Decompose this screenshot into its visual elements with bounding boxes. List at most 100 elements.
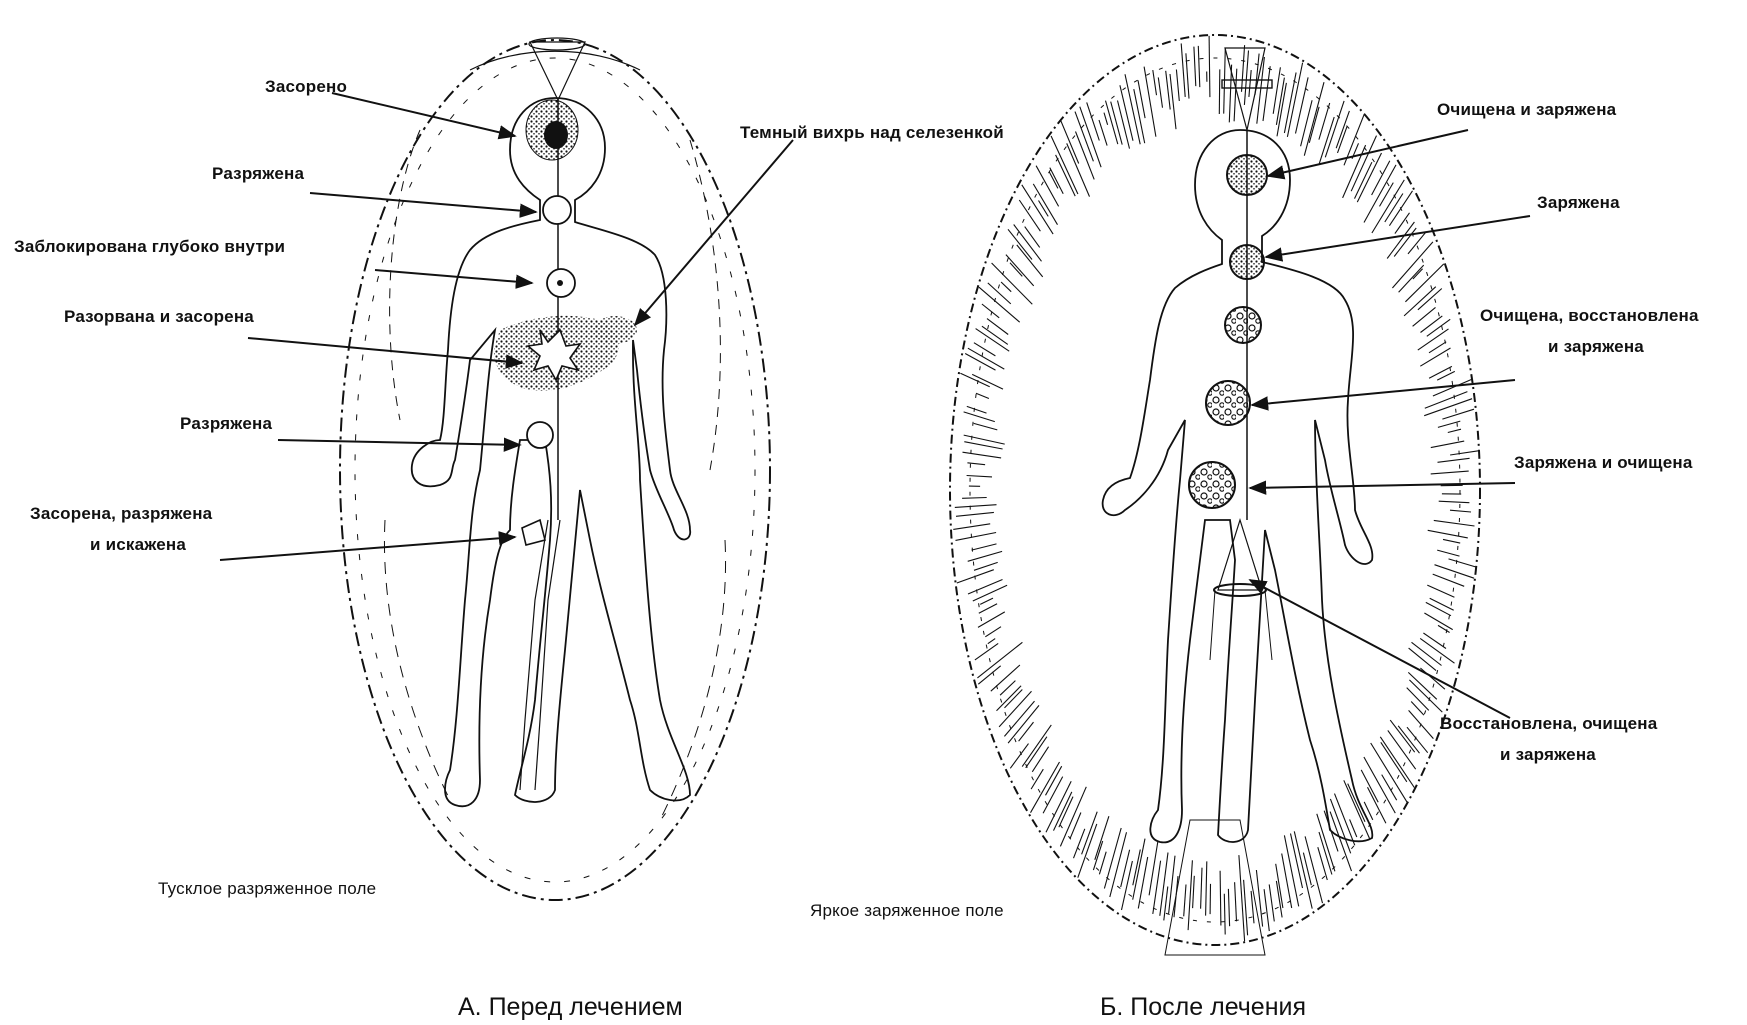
label-zasorena-1: Засорена, разряжена (30, 503, 212, 525)
aura-ray (972, 544, 997, 550)
aura-ray (1309, 107, 1319, 143)
aura-ray (1220, 871, 1221, 926)
arrow-vosstanovlena-ochishchena (1250, 580, 1510, 718)
aura-ray (1390, 720, 1415, 752)
aura-ray (967, 406, 987, 413)
aura-ray (1449, 559, 1476, 567)
aura-ray (1348, 784, 1365, 822)
aura-ray (1450, 451, 1478, 455)
aura-ray (1046, 766, 1062, 795)
aura-ray (1074, 829, 1085, 858)
aura-ray (979, 287, 1020, 322)
aura-ray (1219, 69, 1220, 114)
aura-ray (1361, 770, 1378, 802)
aura-ray (1405, 264, 1443, 302)
aura-ray (1439, 501, 1470, 503)
aura-ray (1194, 47, 1196, 87)
aura-ray (1000, 681, 1015, 696)
aura-ray (963, 452, 1002, 458)
panel-b-figure (950, 35, 1480, 955)
aura-ray (1330, 812, 1351, 872)
aura-ray (982, 304, 999, 318)
aura-ray (1153, 70, 1157, 95)
aura-ray (1371, 743, 1408, 803)
aura-ray (1234, 69, 1237, 122)
panel-a-figure (340, 38, 770, 900)
arrow-zasorena (220, 537, 515, 560)
aura-ray (1435, 565, 1475, 579)
aura-ray (1235, 882, 1237, 921)
aura-ray (1364, 165, 1396, 223)
aura-ray (1050, 168, 1063, 194)
aura-ray (1450, 510, 1471, 512)
aura-ray (991, 665, 1020, 691)
aura-ray (1184, 885, 1186, 917)
arrow-zasoreno (332, 93, 515, 136)
aura-ray (977, 642, 1022, 678)
aura-ray (1269, 884, 1274, 921)
aura-ray (1242, 45, 1245, 92)
aura-ray (1019, 722, 1034, 741)
arrow-razryazhena-2 (278, 440, 520, 445)
aura-ray (1170, 74, 1176, 129)
aura-ray (1099, 120, 1107, 146)
aura-ray (1166, 71, 1171, 110)
aura-ray (974, 562, 998, 570)
aura-ray (1434, 520, 1475, 526)
label-field-b: Яркое заряженное поле (810, 900, 1004, 922)
aura-ray (1264, 889, 1269, 931)
aura-ray (956, 533, 997, 541)
aura-ray (1423, 633, 1446, 649)
aura-ray (1158, 77, 1162, 107)
aura-ray (985, 627, 1001, 637)
aura-ray (953, 524, 990, 530)
aura-ray (1368, 787, 1386, 823)
aura-ray (1380, 183, 1394, 207)
label-vosstanovlena-1: Очищена, восстановлена (1480, 305, 1699, 327)
aura-ray (1206, 861, 1207, 915)
aura-ray (1181, 43, 1185, 97)
aura-ray (1407, 727, 1428, 753)
aura-ray (1421, 316, 1443, 333)
aura-ray (1095, 816, 1109, 860)
aura-ray (1010, 263, 1022, 277)
label-zasoreno: Засорено (265, 76, 347, 98)
aura-ray (1036, 166, 1059, 207)
aura-ray (1122, 861, 1133, 910)
aura-ray (1355, 162, 1372, 198)
aura-ray (1433, 574, 1465, 586)
aura-ray (967, 476, 992, 477)
aura-ray (1437, 550, 1459, 556)
aura-ray (1099, 852, 1106, 875)
aura-ray (964, 412, 995, 422)
aura-ray (1426, 602, 1451, 615)
caption-a: А. Перед лечением (458, 992, 683, 1022)
solar-plexus-b (1206, 381, 1250, 425)
aura-ray (1388, 730, 1416, 769)
aura-ray (1387, 222, 1414, 259)
aura-ray (1344, 780, 1370, 838)
aura-ray (968, 580, 1003, 595)
aura-ray (1001, 282, 1011, 292)
aura-ray (1067, 143, 1090, 196)
label-field-a: Тусклое разряженное поле (158, 878, 376, 900)
aura-ray (1188, 860, 1192, 930)
aura-ray (955, 505, 997, 508)
aura-ray (1438, 458, 1470, 462)
aura-ray (1046, 781, 1071, 832)
aura-ray (1087, 102, 1100, 140)
heart-chakra-b (1225, 307, 1261, 343)
sacral-chakra-b (1189, 462, 1235, 508)
crown-chakra-b (1227, 155, 1267, 195)
aura-ray (976, 393, 989, 398)
aura-ray (1133, 839, 1145, 900)
label-zasorena-2: и искажена (90, 534, 186, 556)
label-razryazhena-1: Разряжена (212, 163, 304, 185)
aura-ray (1407, 688, 1429, 711)
aura-ray (1209, 36, 1210, 97)
aura-ray (1431, 441, 1464, 448)
aura-ray (1201, 868, 1202, 909)
aura-ray (1104, 113, 1108, 125)
aura-ray (1442, 409, 1474, 419)
